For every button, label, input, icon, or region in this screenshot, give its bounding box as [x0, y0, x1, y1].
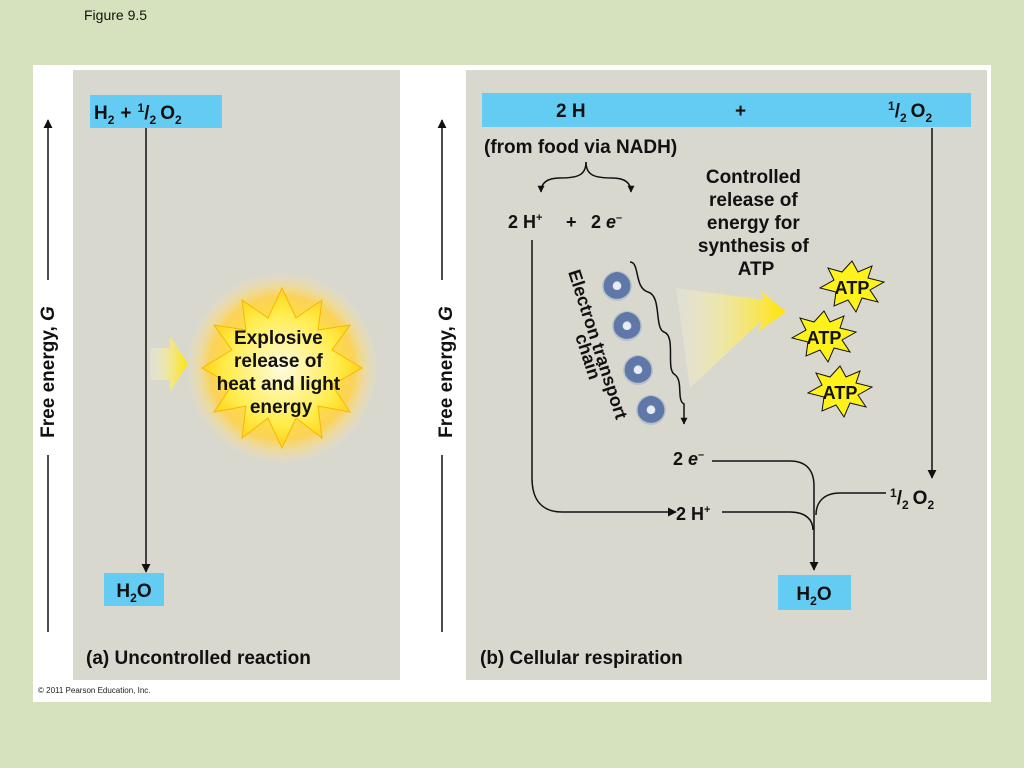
- svg-text:ATP: ATP: [835, 278, 870, 298]
- caption-a: (a) Uncontrolled reaction: [86, 648, 311, 669]
- protons-to-water-line: [722, 512, 813, 530]
- carrier-icon-1: [602, 271, 632, 301]
- carrier-icon-3: [623, 355, 653, 385]
- atp-star-1: ATP: [820, 261, 884, 312]
- electrons-label: 2 e–: [591, 212, 622, 232]
- protons-label: 2 H+: [508, 212, 542, 232]
- split-arrow-left: [541, 162, 586, 192]
- electrons-to-water-arrow: [712, 461, 814, 570]
- top-left-2h: 2 H: [556, 101, 586, 122]
- svg-text:ATP: ATP: [807, 328, 842, 348]
- food-source-label: (from food via NADH): [484, 137, 677, 158]
- energy-cone: [676, 288, 786, 388]
- svg-text:ATP: ATP: [823, 383, 858, 403]
- free-energy-label-a: Free energy, G: [38, 306, 59, 438]
- plus-sign-b: +: [566, 212, 577, 232]
- oxygen-to-water-line: [816, 493, 886, 515]
- free-energy-label-b: Free energy, G: [436, 306, 457, 438]
- carrier-icon-4: [636, 395, 666, 425]
- atp-star-2: ATP: [792, 311, 856, 362]
- carrier-icon-2: [612, 311, 642, 341]
- free-energy-axis-b: Free energy, G: [436, 120, 457, 632]
- caption-b: (b) Cellular respiration: [480, 648, 683, 669]
- protons-out-label: 2 H+: [676, 504, 710, 524]
- atp-star-3: ATP: [808, 366, 872, 417]
- free-energy-axis-a: Free energy, G: [38, 120, 59, 632]
- split-arrow-right: [586, 162, 631, 192]
- top-plus: +: [735, 101, 746, 122]
- controlled-release-text: Controlled release of energy for synthes…: [698, 167, 814, 280]
- energy-arrow-a: [150, 336, 188, 392]
- electrons-out-label: 2 e–: [673, 449, 704, 469]
